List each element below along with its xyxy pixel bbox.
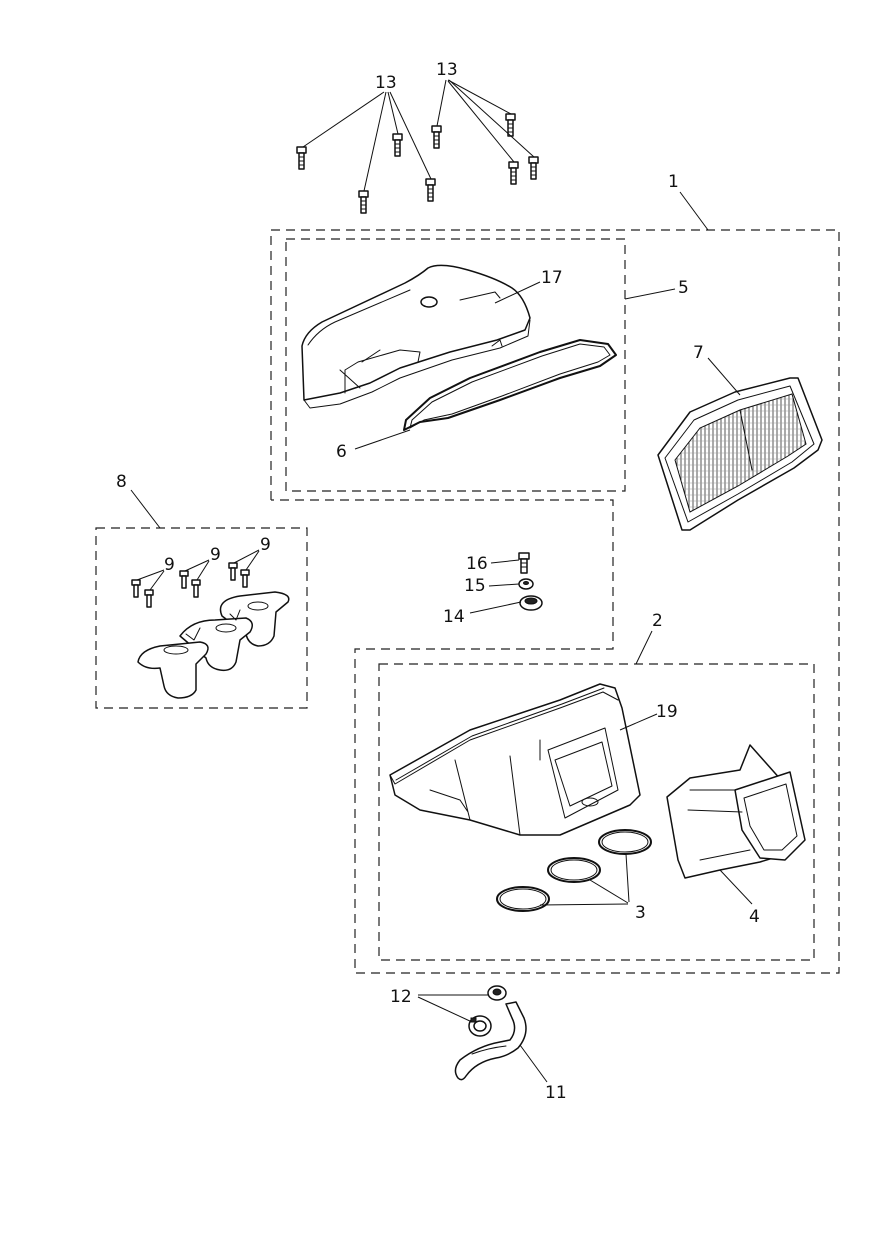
airbox-cover-17 <box>301 264 531 409</box>
screw-9-6 <box>240 569 250 588</box>
callout-12: 12 <box>390 987 412 1007</box>
screw-13-1 <box>296 146 307 170</box>
group-box-2-lower-airbox <box>378 663 815 961</box>
callout-19: 19 <box>656 702 678 722</box>
o-ring-3-group <box>496 829 652 912</box>
o-ring-3-3 <box>598 829 652 855</box>
screw-13-group <box>296 113 539 214</box>
callout-labels: 13 13 1 17 5 7 6 8 9 9 9 16 15 14 2 19 3… <box>116 60 760 1103</box>
callout-11: 11 <box>545 1083 567 1103</box>
callout-9-2: 9 <box>210 545 221 565</box>
screw-13-5 <box>431 125 442 149</box>
screw-13-4 <box>425 178 436 202</box>
callout-17: 17 <box>541 268 563 288</box>
callout-9-3: 9 <box>260 535 271 555</box>
breather-hose-11 <box>454 1001 527 1081</box>
hose-clip-12-group <box>468 985 507 1037</box>
hose-clip-12-1 <box>487 985 507 1001</box>
leader-lines <box>130 79 753 1083</box>
group-box-1-airbox-assembly <box>270 229 840 974</box>
callout-13-right: 13 <box>436 60 458 80</box>
callout-7: 7 <box>693 343 704 363</box>
screw-13-2 <box>392 133 403 157</box>
intake-trumpets-8 <box>137 591 290 699</box>
grommet-14 <box>519 595 543 611</box>
group-box-8-intake-trumpets <box>95 527 308 709</box>
callout-15: 15 <box>464 576 486 596</box>
group-box-5-cover-assembly <box>285 238 626 492</box>
washer-15 <box>518 578 534 590</box>
hose-clip-12-2 <box>468 1015 492 1037</box>
gasket-6 <box>403 339 617 431</box>
o-ring-3-1 <box>496 886 550 912</box>
screw-13-7 <box>508 161 519 185</box>
callout-8: 8 <box>116 472 127 492</box>
screw-9-4 <box>191 579 201 598</box>
airbox-lower-19 <box>389 683 641 836</box>
screw-9-5 <box>228 562 238 581</box>
bolt-16 <box>518 552 530 574</box>
screw-9-group <box>131 562 250 608</box>
o-ring-3-2 <box>547 857 601 883</box>
screw-9-3 <box>179 570 189 589</box>
intake-duct-4 <box>666 744 806 879</box>
callout-16: 16 <box>466 554 488 574</box>
screw-13-3 <box>358 190 369 214</box>
callout-6: 6 <box>336 442 347 462</box>
screw-13-8 <box>528 156 539 180</box>
screw-9-1 <box>131 579 141 598</box>
air-filter-7 <box>657 377 823 531</box>
callout-5: 5 <box>678 278 689 298</box>
callout-9-1: 9 <box>164 555 175 575</box>
screw-9-2 <box>144 589 154 608</box>
callout-2: 2 <box>652 611 663 631</box>
callout-1: 1 <box>668 172 679 192</box>
callout-3: 3 <box>635 903 646 923</box>
callout-13-left: 13 <box>375 73 397 93</box>
callout-14: 14 <box>443 607 465 627</box>
callout-4: 4 <box>749 907 760 927</box>
